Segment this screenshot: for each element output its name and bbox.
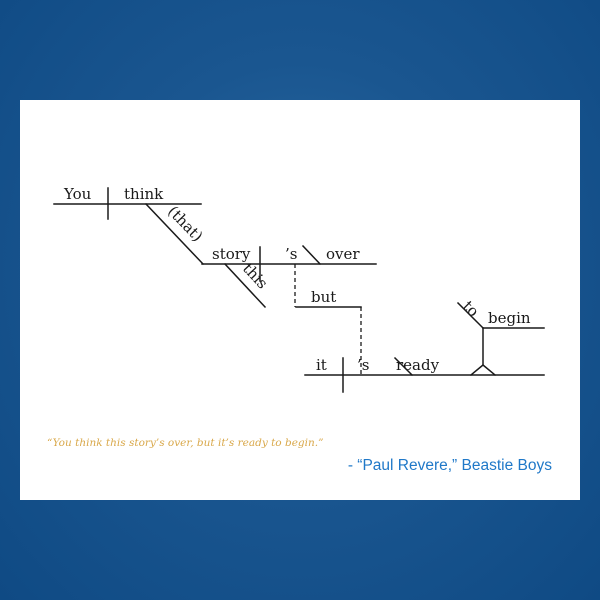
infinitive-pedestal	[469, 364, 497, 377]
word-that: (that)	[164, 202, 206, 245]
word-but: but	[311, 288, 336, 306]
word-story: story	[212, 245, 251, 263]
word-it: it	[316, 356, 327, 374]
divider-verb-complement-clause	[301, 244, 322, 266]
card: You think (that) story ’s over this but …	[20, 100, 580, 500]
clause-stem	[144, 202, 205, 266]
divider-verb-complement-clause-2	[393, 356, 414, 377]
word-begin: begin	[488, 309, 531, 327]
quote-text: “You think this story’s over, but it’s r…	[47, 437, 324, 449]
modifier-this-line	[223, 262, 267, 309]
word-over: over	[326, 245, 360, 263]
word-is-2: ’s	[357, 356, 369, 374]
quote-attribution: - “Paul Revere,” Beastie Boys	[347, 457, 552, 474]
infinitive-to-line	[456, 301, 485, 330]
word-you: You	[63, 185, 92, 203]
sentence-diagram: You think (that) story ’s over this but …	[53, 185, 545, 393]
word-is-1: ’s	[285, 245, 297, 263]
word-to: to	[459, 297, 482, 320]
word-ready: ready	[396, 356, 440, 374]
word-think: think	[124, 185, 164, 203]
